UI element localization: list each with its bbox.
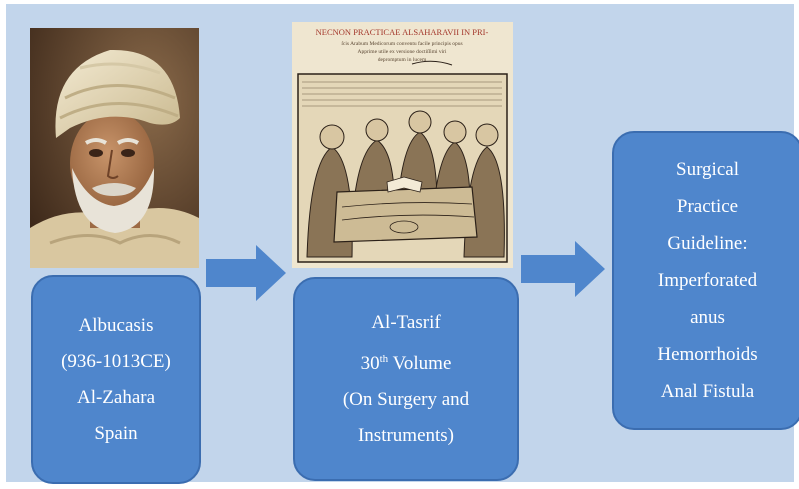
al-tasrif-woodcut: NECNON PRACTICAE ALSAHARAVII IN PRI- ſci… [292,22,513,268]
surgical-guideline-box: Surgical Practice Guideline: Imperforate… [612,131,799,430]
volume-word: Volume [392,352,452,374]
box-3-line: Practice [676,196,739,217]
volume-number: 30 [360,352,380,374]
book-subtitle-1: ſcis Arabum Medicorum conventu facile pr… [341,40,462,47]
right-arrow-icon [206,245,286,301]
al-tasrif-box: Al-Tasrif 30th Volume (On Surgery and In… [293,277,519,481]
book-subtitle-2: Apprime utile ex versione doctiſſimi vir… [357,48,447,55]
box-3-line: Imperforated [657,270,758,291]
box-1-line: Spain [94,422,138,444]
diagram-canvas: NECNON PRACTICAE ALSAHARAVII IN PRI- ſci… [6,4,799,484]
box-3-line: Guideline: [667,233,748,254]
box-3-line: anus [690,307,725,328]
box-1-line: Al-Zahara [76,386,156,408]
albucasis-box: Albucasis (936-1013CE) Al-Zahara Spain [31,275,201,484]
book-title-text: NECNON PRACTICAE ALSAHARAVII IN PRI- [316,27,489,37]
book-subtitle-3: depromptum in lucem [378,57,427,63]
box-3-line: Surgical [676,159,739,180]
box-1-line: Albucasis [78,314,154,336]
volume-ordinal-suffix: th [379,352,389,365]
box-3-line: Anal Fistula [660,381,755,402]
box-2-line: Al-Tasrif [371,311,441,333]
box-2-line: Instruments) [357,424,455,446]
box-2-line: (On Surgery and [342,388,470,410]
right-arrow-icon [521,241,605,297]
box-3-line: Hemorrhoids [657,344,758,365]
box-2-volume-line: 30th Volume [361,341,452,382]
box-1-line: (936-1013CE) [61,350,171,372]
albucasis-portrait [30,28,199,268]
